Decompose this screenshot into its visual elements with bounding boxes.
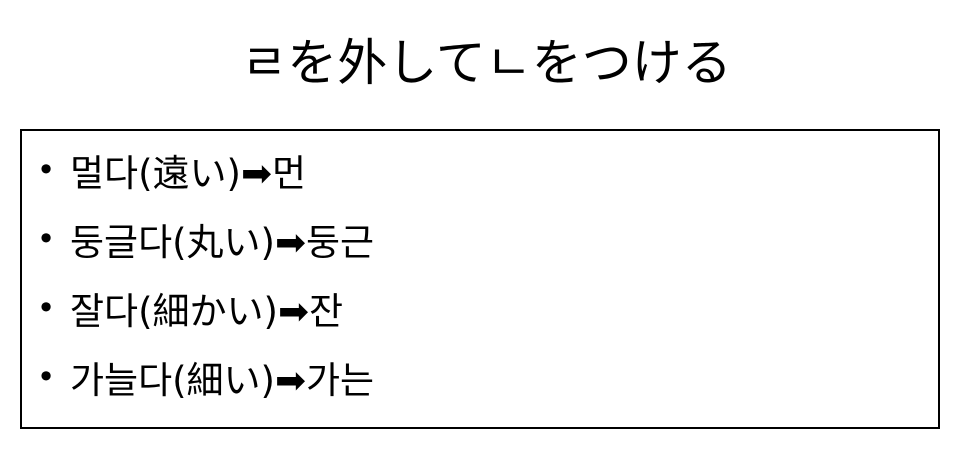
slide-title: ㄹを外してㄴをつける: [241, 34, 732, 92]
list-item: • 멀다(遠い)➡먼: [22, 135, 938, 204]
list-item-text: 가늘다(細い)➡가는: [70, 358, 375, 402]
bullet-list: • 멀다(遠い)➡먼 • 둥글다(丸い)➡둥근 • 잘다(細かい)➡잔 • 가늘…: [22, 135, 938, 411]
bullet-icon: •: [36, 288, 56, 327]
list-item-text: 멀다(遠い)➡먼: [70, 151, 306, 195]
content-box: • 멀다(遠い)➡먼 • 둥글다(丸い)➡둥근 • 잘다(細かい)➡잔 • 가늘…: [20, 129, 940, 429]
list-item: • 가늘다(細い)➡가는: [22, 342, 938, 411]
list-item: • 둥글다(丸い)➡둥근: [22, 204, 938, 273]
bullet-icon: •: [36, 357, 56, 396]
list-item-text: 잘다(細かい)➡잔: [70, 289, 343, 333]
list-item-text: 둥글다(丸い)➡둥근: [70, 220, 375, 264]
list-item: • 잘다(細かい)➡잔: [22, 273, 938, 342]
bullet-icon: •: [36, 219, 56, 258]
bullet-icon: •: [36, 150, 56, 189]
